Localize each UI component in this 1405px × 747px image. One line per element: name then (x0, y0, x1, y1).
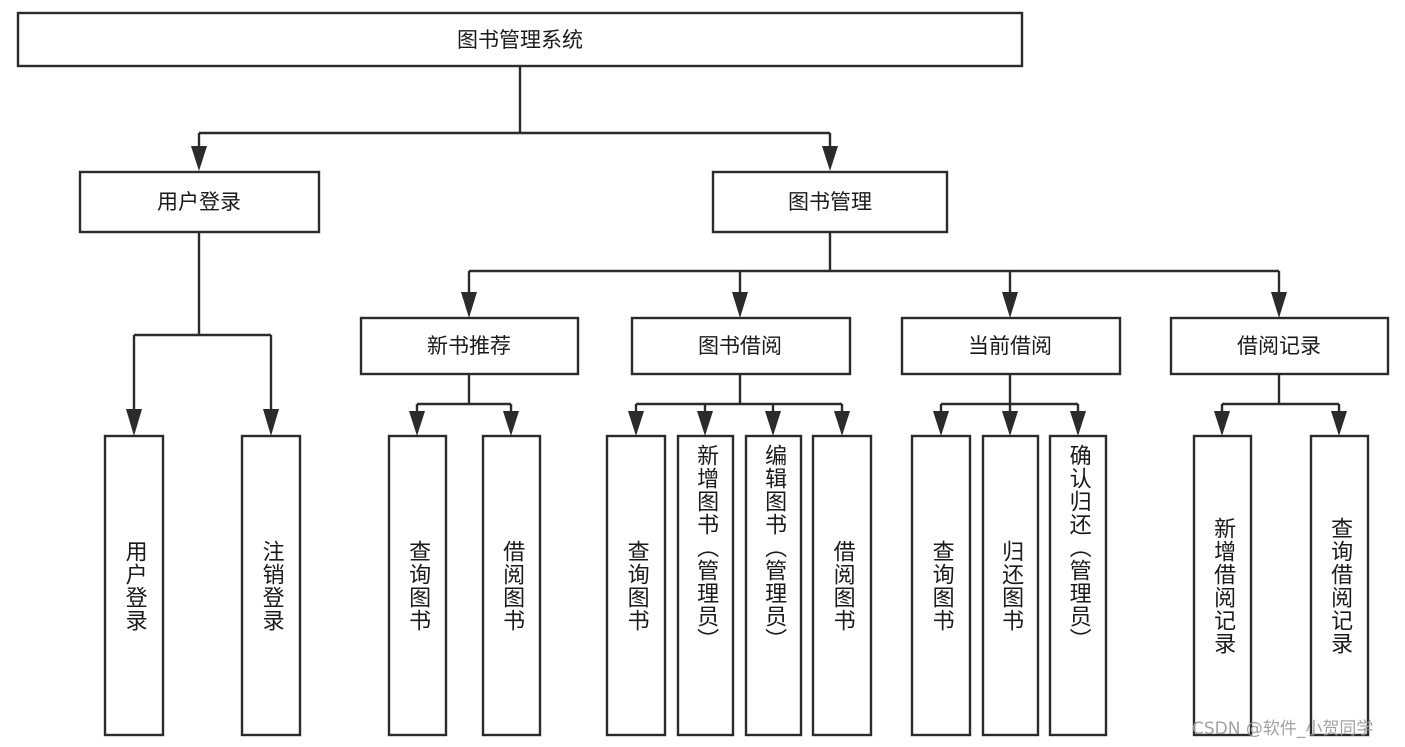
node-borrow-record-label: 借阅记录 (1237, 334, 1321, 358)
node-leaf-add-record-box[interactable] (1192, 434, 1253, 737)
arrow-head-leaf-logout (263, 409, 279, 436)
node-leaf-return-book-box[interactable] (981, 434, 1040, 737)
arrow-head-new-book-recommend (461, 292, 477, 318)
arrow-head-leaf-query-book-2 (628, 411, 644, 436)
arrow-head-leaf-query-book-3 (933, 411, 949, 436)
node-book-manage[interactable]: 图书管理 (711, 170, 949, 234)
arrow-head-leaf-add-record (1214, 411, 1230, 436)
connector-group-new-book-recommend (409, 374, 519, 436)
node-leaf-query-book-3-box[interactable] (910, 434, 972, 737)
node-leaf-add-book-box[interactable] (676, 434, 735, 737)
node-current-borrow-label: 当前借阅 (968, 334, 1052, 358)
arrow-head-borrow-record (1271, 292, 1287, 318)
node-leaf-query-book-1-box[interactable] (387, 434, 448, 737)
connector-group-borrow-record (1214, 374, 1347, 436)
node-book-manage-label: 图书管理 (788, 190, 872, 214)
connector-group-root (191, 66, 838, 171)
node-new-book-recommend-label: 新书推荐 (427, 334, 511, 358)
arrow-head-leaf-user-login (126, 409, 142, 436)
arrow-head-current-borrow (1002, 292, 1018, 318)
arrow-head-leaf-query-book-1 (409, 411, 425, 436)
node-current-borrow[interactable]: 当前借阅 (900, 316, 1122, 376)
node-leaf-query-record-box[interactable] (1309, 434, 1370, 737)
node-leaf-confirm-return-box[interactable] (1048, 434, 1108, 737)
node-user-login[interactable]: 用户登录 (78, 170, 321, 234)
arrow-head-leaf-return-book (1002, 411, 1018, 436)
connector-group-book-borrow (628, 374, 850, 436)
connector-group-user-login (126, 232, 279, 436)
arrow-head-leaf-query-record (1331, 411, 1347, 436)
node-leaf-borrow-book-1-box[interactable] (481, 434, 542, 737)
connector-group-book-manage (461, 232, 1287, 318)
node-root[interactable]: 图书管理系统 (16, 11, 1024, 68)
csdn-watermark: CSDN @软件_小贺同学 (1192, 719, 1374, 739)
node-book-borrow[interactable]: 图书借阅 (630, 316, 852, 376)
node-user-login-box[interactable] (78, 170, 321, 234)
node-user-login-label: 用户登录 (157, 190, 241, 214)
node-book-borrow-label: 图书借阅 (698, 334, 782, 358)
node-book-manage-box[interactable] (711, 170, 949, 234)
node-root-box[interactable] (16, 11, 1024, 68)
arrow-head-leaf-borrow-book-2 (834, 411, 850, 436)
connector-group-current-borrow (933, 374, 1086, 436)
node-book-borrow-box[interactable] (630, 316, 852, 376)
node-leaf-borrow-book-2-box[interactable] (811, 434, 873, 737)
node-current-borrow-box[interactable] (900, 316, 1122, 376)
node-new-book-recommend[interactable]: 新书推荐 (359, 316, 580, 376)
arrow-head-leaf-edit-book (765, 411, 781, 436)
node-leaf-user-login-box[interactable] (103, 434, 165, 737)
node-leaf-logout-box[interactable] (240, 434, 302, 737)
arrow-head-book-borrow (732, 292, 748, 318)
arrow-head-user-login (191, 146, 207, 171)
arrow-head-leaf-add-book (697, 411, 713, 436)
arrow-head-book-manage (822, 146, 838, 171)
node-new-book-recommend-box[interactable] (359, 316, 580, 376)
node-borrow-record[interactable]: 借阅记录 (1169, 316, 1390, 376)
node-leaf-edit-book-box[interactable] (744, 434, 803, 737)
node-borrow-record-box[interactable] (1169, 316, 1390, 376)
arrow-head-leaf-confirm-return (1070, 411, 1086, 436)
node-leaf-query-book-2-box[interactable] (605, 434, 667, 737)
node-root-label: 图书管理系统 (457, 28, 583, 52)
arrow-head-leaf-borrow-book-1 (503, 411, 519, 436)
